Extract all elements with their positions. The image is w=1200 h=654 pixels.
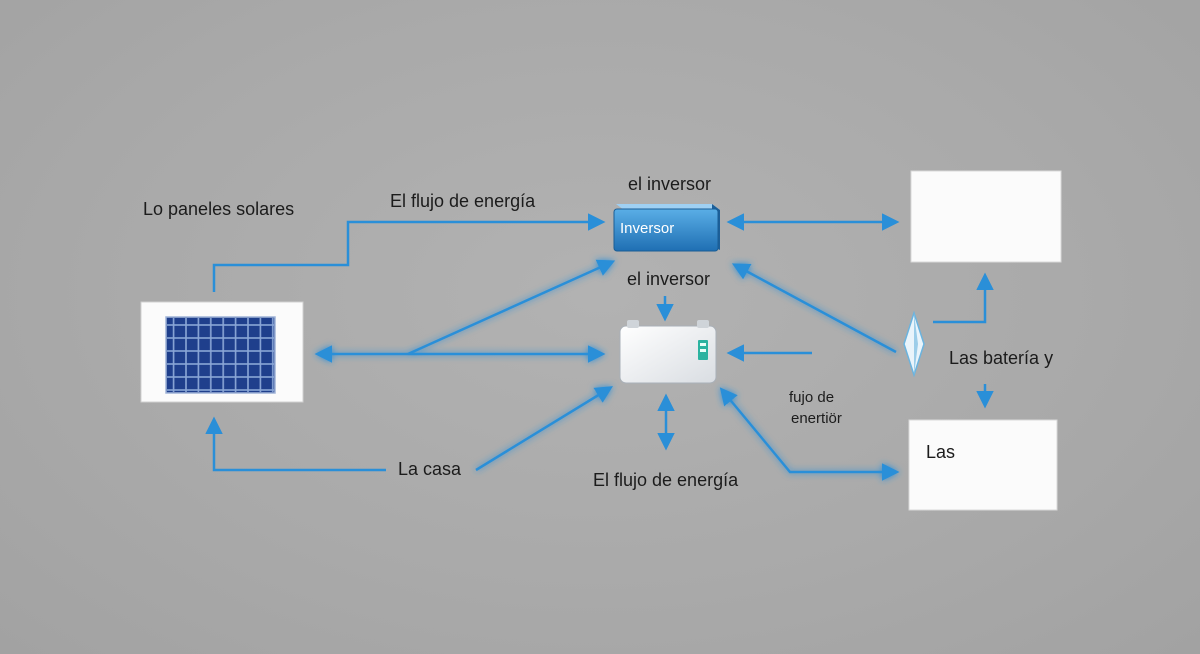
glow-arrow-house-to-middle [475, 386, 613, 472]
middle-device [619, 320, 717, 384]
energy-flow-bottom-label: El flujo de energía [593, 470, 739, 490]
las-box-label: Las [926, 442, 956, 462]
batteries-label: Las batería y [949, 348, 1054, 368]
energy-flow-top-label: El flujo de energía [390, 191, 536, 211]
energy-flow-small-label-2: enertiör [791, 410, 842, 427]
diamond-icon [903, 310, 925, 378]
inverter-device-text: Inversor [620, 220, 674, 237]
solar-panels-label: Lo paneles solares [143, 199, 295, 219]
inverter-device: Inversor [613, 204, 720, 252]
inverter-middle-label: el inversor [627, 269, 711, 289]
inverter-top-label: el inversor [628, 174, 712, 194]
glow-arrow-top-inverter-to-diamond [731, 263, 897, 354]
arrow-panel-to-inverter [212, 213, 606, 292]
battery-box [910, 170, 1062, 263]
las-box [908, 419, 1058, 511]
solar-panel-card [140, 301, 304, 403]
glow-arrow-to-top-inverter [407, 259, 616, 356]
energy-flow-small-label-1: fujo de [789, 389, 835, 406]
glow-arrow-middle-to-las [719, 387, 900, 481]
solar-panel-icon [165, 316, 276, 394]
arrow-house-to-panel [205, 416, 386, 472]
house-label: La casa [398, 459, 462, 479]
arrow-diamond-to-box [933, 272, 994, 324]
